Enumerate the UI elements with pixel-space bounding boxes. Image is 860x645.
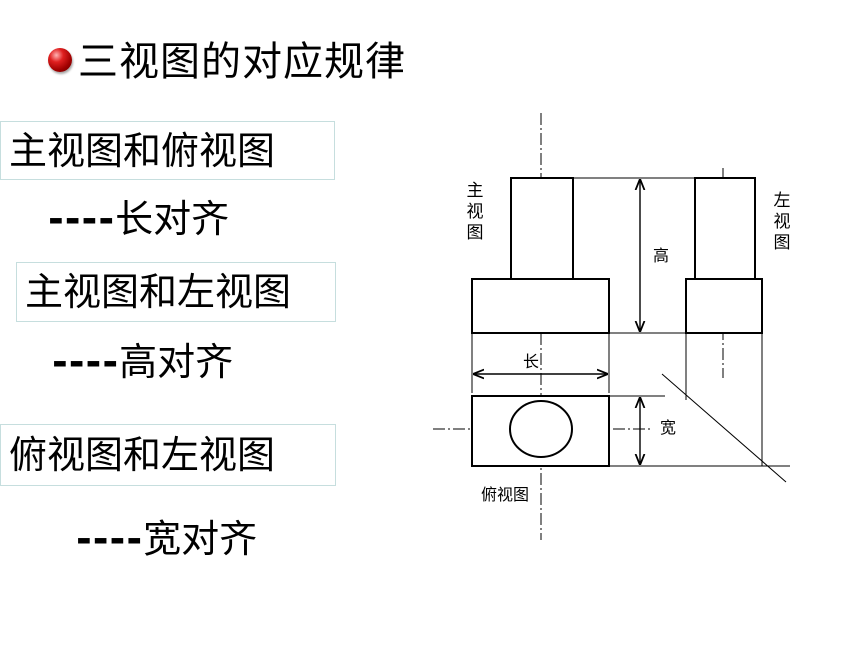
rule-alignment-height: ----高对齐 — [52, 343, 233, 381]
projection-lines — [471, 177, 790, 483]
alignment-text: 高对齐 — [119, 340, 234, 384]
height-label: 高 — [653, 246, 669, 265]
left-view-label-char: 左 — [774, 191, 791, 211]
alignment-text: 宽对齐 — [143, 517, 258, 561]
left-view-label: 左 视 图 — [774, 191, 791, 253]
rule-box-front-top: 主视图和俯视图 — [0, 121, 335, 180]
top-view — [471, 395, 610, 467]
rule-box-front-left: 主视图和左视图 — [16, 262, 336, 322]
dash-text: ---- — [52, 340, 120, 384]
rule-box-top-left: 俯视图和左视图 — [0, 424, 336, 486]
rule-alignment-length: ----长对齐 — [48, 200, 229, 238]
dash-text: ---- — [76, 517, 144, 561]
front-view-label-char: 主 — [467, 181, 484, 201]
front-view — [471, 177, 610, 334]
length-label: 长 — [523, 352, 539, 371]
left-view — [685, 177, 763, 334]
alignment-text: 长对齐 — [115, 197, 230, 241]
dash-text: ---- — [48, 197, 116, 241]
front-view-label: 主 视 图 — [467, 181, 484, 243]
left-view-label-char: 图 — [774, 233, 791, 253]
slide-title-row: 三视图的对应规律 — [48, 30, 406, 86]
front-view-label-char: 图 — [467, 223, 484, 243]
red-bullet-icon — [48, 48, 72, 72]
top-view-label: 俯视图 — [481, 485, 529, 504]
rule-alignment-width: ----宽对齐 — [76, 520, 257, 558]
width-label: 宽 — [660, 418, 676, 437]
left-view-label-char: 视 — [774, 212, 791, 232]
front-view-label-char: 视 — [467, 202, 484, 222]
slide-title: 三视图的对应规律 — [78, 39, 406, 85]
